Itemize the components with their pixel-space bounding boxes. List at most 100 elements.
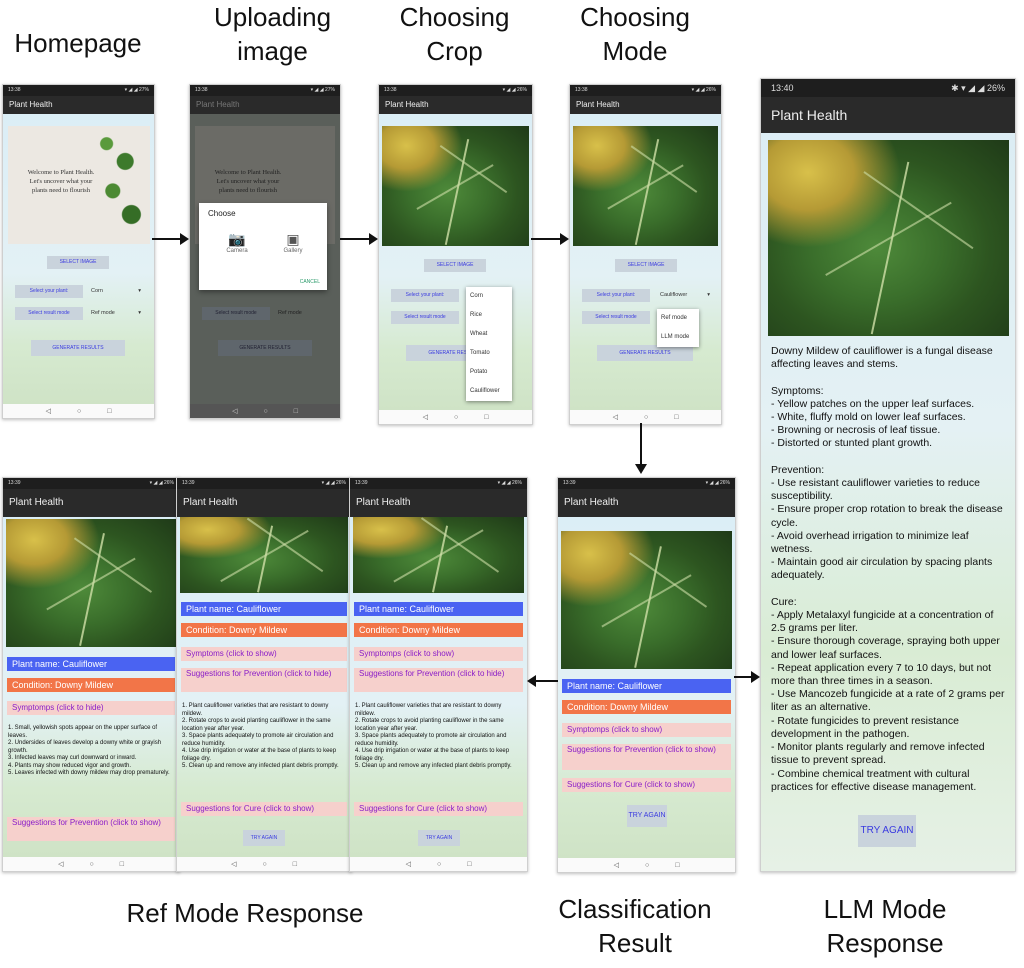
cure-toggle[interactable]: Suggestions for Cure (click to show) xyxy=(562,778,731,792)
recent-icon[interactable]: □ xyxy=(467,860,472,868)
symptoms-toggle[interactable]: Symptomps (click to hide) xyxy=(7,701,175,715)
arrow-head xyxy=(751,671,760,683)
cure-toggle[interactable]: Suggestions for Cure (click to show) xyxy=(181,802,347,816)
arrow-head xyxy=(560,233,569,245)
plant-dropdown[interactable]: Cauliflower▾ xyxy=(660,292,710,298)
crop-option-cauliflower[interactable]: Cauliflower xyxy=(470,388,500,394)
status-bar: 13:39▾ ◢ ◢ 26% xyxy=(3,478,179,489)
generate-results-button[interactable]: GENERATE RESULTS xyxy=(218,340,312,356)
generate-results-button[interactable]: GENERATE RESULTS xyxy=(597,345,693,361)
recent-icon[interactable]: □ xyxy=(674,413,679,421)
symptoms-toggle[interactable]: Symptoms (click to show) xyxy=(181,647,347,661)
home-icon[interactable]: ○ xyxy=(76,407,82,415)
recent-icon[interactable]: □ xyxy=(119,860,124,868)
recent-icon[interactable]: □ xyxy=(484,413,489,421)
nav-bar: ◁ ○ □ xyxy=(177,857,351,871)
nav-bar: ◁ ○ □ xyxy=(558,858,735,872)
prevention-toggle[interactable]: Suggestions for Prevention (click to sho… xyxy=(562,744,731,770)
arrow-head xyxy=(635,464,647,474)
app-bar-title: Plant Health xyxy=(570,96,721,114)
prevention-toggle[interactable]: Suggestions for Prevention (click to sho… xyxy=(7,817,175,841)
back-icon[interactable]: ◁ xyxy=(58,861,64,868)
screen-body: Plant name: Cauliflower Condition: Downy… xyxy=(558,517,735,858)
select-image-button[interactable]: SELECT IMAGE xyxy=(47,256,109,269)
crop-option-potato[interactable]: Potato xyxy=(470,369,488,375)
back-icon[interactable]: ◁ xyxy=(231,861,237,868)
select-mode-label: Select result mode xyxy=(15,307,83,320)
home-icon[interactable]: ○ xyxy=(262,860,267,868)
mode-option-ref[interactable]: Ref mode xyxy=(661,315,688,321)
home-icon[interactable]: ○ xyxy=(89,860,94,868)
try-again-button[interactable]: TRY AGAIN xyxy=(627,805,667,827)
recent-icon[interactable]: □ xyxy=(293,407,298,415)
caption-choosing-mode: Choosing Mode xyxy=(580,2,690,66)
mode-option-llm[interactable]: LLM mode xyxy=(661,334,690,340)
leaf-image xyxy=(573,126,718,246)
camera-option[interactable]: 📷 Camera xyxy=(217,231,257,254)
phone-choosing-mode: 13:38▾ ◢ ◢ 26% Plant Health SELECT IMAGE… xyxy=(569,84,722,425)
status-bar: 13:38▾ ◢ ◢ 26% xyxy=(379,85,532,96)
back-icon[interactable]: ◁ xyxy=(232,408,238,415)
symptoms-toggle[interactable]: Symptomps (click to show) xyxy=(562,723,731,737)
back-icon[interactable]: ◁ xyxy=(405,861,411,868)
select-image-button[interactable]: SELECT IMAGE xyxy=(615,259,677,272)
home-icon[interactable]: ○ xyxy=(263,407,268,415)
app-bar-title: Plant Health xyxy=(3,96,154,114)
back-icon[interactable]: ◁ xyxy=(422,414,428,421)
back-icon[interactable]: ◁ xyxy=(612,414,618,421)
screen-body: Downy Mildew of cauliflower is a fungal … xyxy=(761,133,1015,871)
try-again-button[interactable]: TRY AGAIN xyxy=(243,830,285,846)
plant-name-bar: Plant name: Cauliflower xyxy=(562,679,731,693)
prevention-toggle[interactable]: Suggestions for Prevention (click to hid… xyxy=(181,668,347,692)
generate-results-button[interactable]: GENERATE RESULTS xyxy=(31,340,125,356)
select-mode-label: Select result mode xyxy=(391,311,459,324)
back-icon[interactable]: ◁ xyxy=(613,862,619,869)
arrow-crop-to-mode xyxy=(531,238,561,240)
try-again-button[interactable]: TRY AGAIN xyxy=(418,830,460,846)
symptoms-toggle[interactable]: Symptomps (click to show) xyxy=(354,647,523,661)
home-icon[interactable]: ○ xyxy=(453,413,459,421)
plant-dropdown[interactable]: Corn▾ xyxy=(91,288,141,294)
status-bar: 13:39▾ ◢ ◢ 26% xyxy=(558,478,735,489)
recent-icon[interactable]: □ xyxy=(292,860,297,868)
phone-ref-prevention-a: 13:39▾ ◢ ◢ 26% Plant Health Plant name: … xyxy=(176,477,352,872)
select-plant-label: Select your plant: xyxy=(582,289,650,302)
crop-menu: Corn Rice Wheat Tomato Potato Cauliflowe… xyxy=(466,287,512,401)
app-bar-title: Plant Health xyxy=(3,489,179,517)
caption-ref-mode: Ref Mode Response xyxy=(126,898,364,928)
crop-option-corn[interactable]: Corn xyxy=(470,293,484,299)
nav-bar: ◁ ○ □ xyxy=(350,857,527,871)
select-image-button[interactable]: SELECT IMAGE xyxy=(424,259,486,272)
recent-icon[interactable]: □ xyxy=(675,861,680,869)
crop-option-tomato[interactable]: Tomato xyxy=(470,350,490,356)
nav-bar: ◁ ○ □ xyxy=(570,410,721,424)
app-bar-title: Plant Health xyxy=(190,96,340,114)
screen-body: Welcome to Plant Health. Let's uncover w… xyxy=(3,114,154,404)
try-again-button[interactable]: TRY AGAIN xyxy=(858,815,916,847)
phone-uploading: 13:38▾ ◢ ◢ 27% Plant Health Welcome to P… xyxy=(189,84,341,419)
screen-body: SELECT IMAGE Select your plant: Cauliflo… xyxy=(570,114,721,410)
symptoms-text: 1. Small, yellowish spots appear on the … xyxy=(8,725,170,776)
home-icon[interactable]: ○ xyxy=(436,860,442,868)
gallery-icon: ▣ xyxy=(286,231,300,247)
home-icon[interactable]: ○ xyxy=(643,413,649,421)
phone-llm-response: 13:40✱ ▾ ◢ ◢ 26% Plant Health Downy Mild… xyxy=(760,78,1016,872)
mode-dropdown[interactable]: Ref mode xyxy=(278,310,302,316)
back-icon[interactable]: ◁ xyxy=(45,408,51,415)
home-icon[interactable]: ○ xyxy=(644,861,650,869)
cure-toggle[interactable]: Suggestions for Cure (click to show) xyxy=(354,802,523,816)
welcome-text: Welcome to Plant Health. Let's uncover w… xyxy=(27,169,95,194)
gallery-option[interactable]: ▣ Gallery xyxy=(273,231,313,254)
crop-option-rice[interactable]: Rice xyxy=(470,312,483,318)
prevention-toggle[interactable]: Suggestions for Prevention (click to hid… xyxy=(354,668,523,692)
crop-option-wheat[interactable]: Wheat xyxy=(470,331,488,337)
welcome-banner: Welcome to Plant Health. Let's uncover w… xyxy=(8,126,150,244)
llm-response-text: Downy Mildew of cauliflower is a fungal … xyxy=(771,345,1005,793)
mode-dropdown[interactable]: Ref mode▾ xyxy=(91,310,141,316)
app-bar-title: Plant Health xyxy=(761,97,1015,133)
condition-bar: Condition: Downy Mildew xyxy=(354,623,523,637)
recent-icon[interactable]: □ xyxy=(107,407,112,415)
leaf-image xyxy=(353,517,524,593)
cancel-button[interactable]: CANCEL xyxy=(299,279,320,285)
caption-homepage: Homepage xyxy=(14,28,142,58)
